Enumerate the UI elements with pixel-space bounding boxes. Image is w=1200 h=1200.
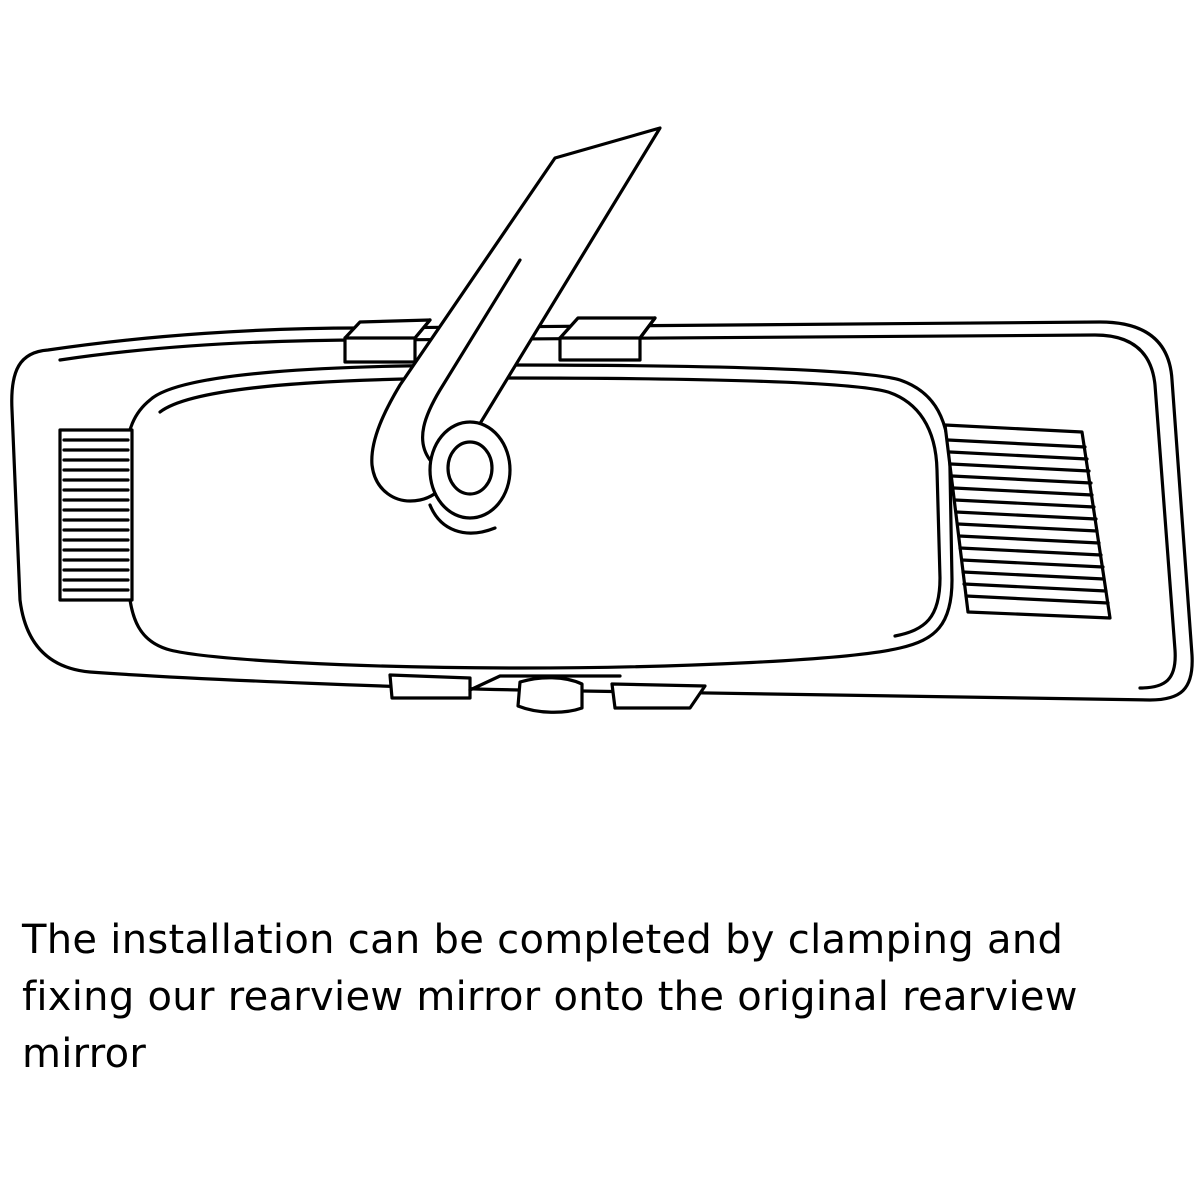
outer-frame-rim — [58, 333, 1177, 690]
caption-text: The installation can be completed by cla… — [22, 917, 1078, 1077]
left-grille-slats — [62, 438, 130, 592]
ball-joint-inner — [446, 440, 494, 496]
bottom-clamp-center — [516, 676, 584, 714]
original-mirror-glass — [124, 363, 954, 670]
right-grille — [943, 423, 1112, 620]
mounting-stem-highlight — [421, 258, 522, 462]
right-grille-slats — [946, 438, 1110, 605]
original-mirror-glass-edge — [158, 376, 942, 638]
bottom-clamp-link — [468, 674, 622, 692]
bottom-clamp-left — [388, 673, 472, 700]
top-clamp-right-face — [558, 316, 657, 340]
left-grille — [58, 428, 134, 602]
rearview-mirror-illustration — [10, 126, 1194, 714]
top-clamp-left-face — [343, 318, 432, 340]
ball-joint-collar — [428, 503, 497, 535]
ball-joint-outer — [428, 420, 512, 520]
bottom-clamp-right — [610, 682, 707, 710]
